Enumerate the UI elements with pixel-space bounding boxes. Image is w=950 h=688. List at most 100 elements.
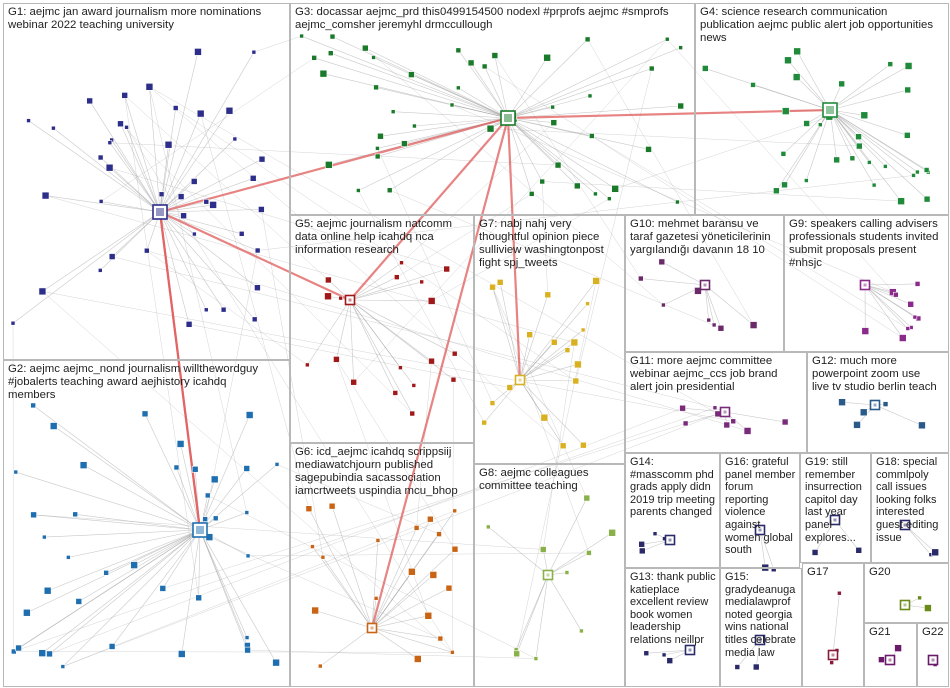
edge-g4-11 <box>829 109 928 200</box>
inter-edge-15-2 <box>162 423 686 589</box>
node-g2-37 <box>103 570 109 576</box>
edge-g3-4 <box>507 57 548 119</box>
edge-g4-18 <box>829 109 918 173</box>
node-g1-38 <box>164 140 173 149</box>
inter-edge-3-1 <box>396 193 532 278</box>
node-g4-13 <box>781 181 788 189</box>
edge-g9-6 <box>864 283 918 286</box>
edge-g6-1 <box>371 615 429 629</box>
edge-g5-0 <box>349 299 413 414</box>
edge-g5-5 <box>349 299 432 362</box>
node-g1-37 <box>196 109 205 118</box>
inter-edge-14-1 <box>112 256 716 409</box>
node-g3-27 <box>371 55 376 60</box>
inter-edge-9-0 <box>33 514 544 550</box>
node-g4-25 <box>838 80 845 88</box>
node-g3-4 <box>543 53 551 62</box>
node-g7-0 <box>540 413 549 422</box>
node-g8-7 <box>586 550 592 556</box>
edge-g9-8 <box>864 284 911 305</box>
inter-edge-4-1 <box>358 190 485 423</box>
group-label-g11: G11: more aejmc committee webinar aejmc_… <box>630 355 778 393</box>
node-g1-6 <box>225 106 234 115</box>
edge-g8-6 <box>515 574 549 650</box>
inter-edge-8-0 <box>149 86 564 446</box>
node-g7-16 <box>592 277 600 285</box>
edge-g1-27 <box>149 86 161 213</box>
node-g2-9 <box>13 469 19 475</box>
node-g5-0 <box>409 410 416 417</box>
edge-g2-9 <box>15 471 201 531</box>
group-box-g9: G9: speakers calling advisers profession… <box>784 215 949 352</box>
node-g8-8 <box>539 546 547 553</box>
edge-g3-30 <box>507 105 681 119</box>
group-box-g2: G2: aejmc aejmc_nond journalism willthew… <box>3 360 290 687</box>
node-g4-29 <box>773 187 780 195</box>
edge-g2-20 <box>62 529 201 667</box>
node-g3-31 <box>554 161 562 169</box>
edge-g10-3 <box>704 284 722 329</box>
hub-node-avatar-g8 <box>546 573 550 577</box>
edge-g3-42 <box>458 87 509 119</box>
node-g7-4 <box>580 441 587 449</box>
inter-edge-5-3 <box>62 510 455 667</box>
group-label-g12: G12: much more powerpoint zoom use live … <box>812 355 937 393</box>
inter-edge-2-3 <box>204 250 258 520</box>
node-g1-4 <box>209 201 217 209</box>
edge-g3-12 <box>507 39 588 119</box>
node-g3-41 <box>678 45 683 50</box>
inter-edge-12-1 <box>516 280 597 654</box>
edge-g2-16 <box>44 529 201 538</box>
edge-g3-3 <box>507 68 652 119</box>
node-g5-4 <box>399 260 404 266</box>
inter-edge-15-0 <box>49 407 683 655</box>
node-g3-9 <box>550 119 558 126</box>
edge-g1-19 <box>159 209 262 213</box>
node-g3-1 <box>675 199 680 205</box>
edge-g6-19 <box>315 610 373 629</box>
edge-g3-23 <box>314 57 509 119</box>
node-g3-30 <box>677 102 684 110</box>
group-box-g19: G19: still remember insurrection capitol… <box>800 453 871 563</box>
edge-g1-8 <box>159 51 199 213</box>
node-g11-1 <box>712 405 718 411</box>
edge-g5-15 <box>349 299 401 368</box>
node-g2-3 <box>176 440 185 448</box>
edge-g16-0 <box>759 529 766 568</box>
edge-g1-38 <box>159 144 169 213</box>
node-g3-42 <box>456 85 461 91</box>
inter-edge-2-0 <box>124 95 199 598</box>
edge-g2-18 <box>181 529 201 655</box>
edge-g3-22 <box>507 117 578 187</box>
edge-g1-4 <box>159 204 214 213</box>
inter-edge-5-2 <box>13 651 453 653</box>
node-g5-1 <box>324 292 332 301</box>
node-g1-33 <box>238 230 245 237</box>
node-g9-9 <box>905 326 911 331</box>
node-g4-21 <box>904 132 911 139</box>
edge-g6-5 <box>371 627 441 639</box>
node-g4-27 <box>780 151 787 157</box>
edge-g5-9 <box>349 299 396 394</box>
edge-g6-2 <box>371 519 431 629</box>
node-g3-29 <box>390 109 396 114</box>
node-g4-6 <box>833 156 840 164</box>
edge-g3-44 <box>458 50 509 119</box>
group-label-g9: G9: speakers calling advisers profession… <box>789 218 939 269</box>
node-g4-7 <box>856 142 863 150</box>
node-g6-5 <box>437 635 444 642</box>
node-g7-2 <box>570 338 579 347</box>
edge-g3-25 <box>332 36 509 119</box>
edge-g1-1 <box>89 100 161 213</box>
node-g1-3 <box>97 268 103 273</box>
edge-g6-18 <box>308 508 373 629</box>
hub-node-avatar-g13 <box>688 648 692 652</box>
edge-g2-33 <box>78 529 201 602</box>
node-g1-20 <box>203 307 209 313</box>
node-g1-29 <box>105 163 114 172</box>
node-g14-2 <box>638 547 646 555</box>
group-box-g22: G22 <box>917 623 949 687</box>
node-g1-19 <box>258 206 265 213</box>
node-g4-3 <box>855 133 862 140</box>
edge-g4-30 <box>705 68 831 111</box>
